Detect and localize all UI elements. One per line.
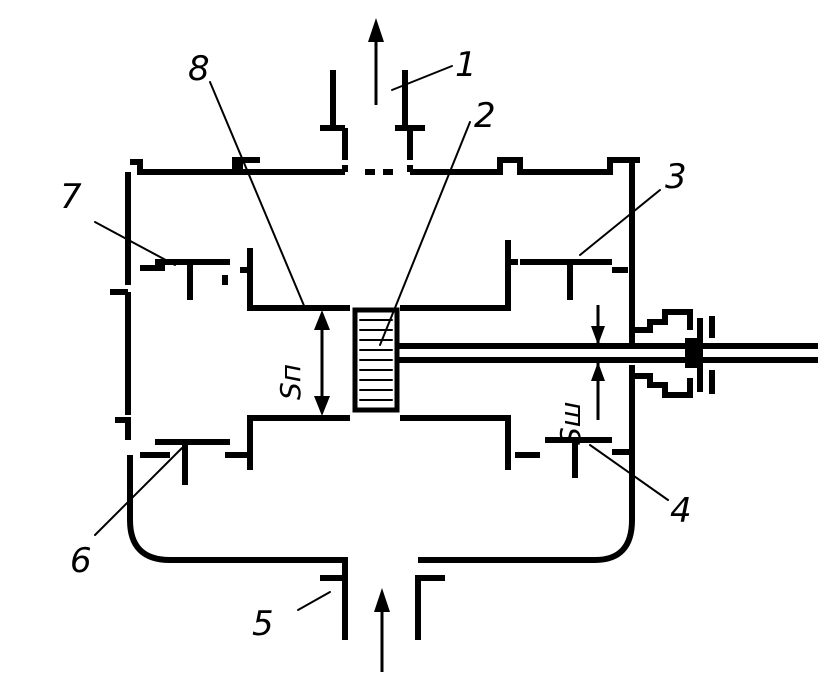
label-2: 2 — [474, 96, 496, 136]
outlet-pipe — [320, 70, 425, 172]
dimension-piston-gap — [314, 310, 330, 416]
piston-rod — [397, 338, 818, 368]
seat-7 — [140, 259, 230, 300]
label-7: 7 — [60, 177, 82, 217]
label-6: 6 — [70, 541, 92, 581]
leader-lines — [94, 65, 669, 611]
label-4: 4 — [670, 491, 692, 531]
piston-gap-label: Sп — [274, 364, 307, 400]
rod-seal — [632, 309, 715, 398]
piston — [352, 307, 400, 413]
outlet-arrow — [368, 18, 384, 105]
housing-top-wall — [130, 157, 640, 175]
housing-left-wall — [110, 172, 131, 440]
label-1: 1 — [455, 45, 477, 85]
label-3: 3 — [665, 157, 687, 197]
label-5: 5 — [252, 604, 274, 644]
housing-bottom — [127, 450, 635, 640]
rod-gap-label: Sш — [554, 402, 587, 445]
seat-3 — [520, 259, 628, 300]
inlet-arrow — [374, 588, 390, 672]
seat-6 — [140, 439, 250, 485]
label-8: 8 — [188, 49, 210, 89]
dimension-rod-gap — [591, 305, 605, 420]
seat-4 — [515, 437, 632, 478]
